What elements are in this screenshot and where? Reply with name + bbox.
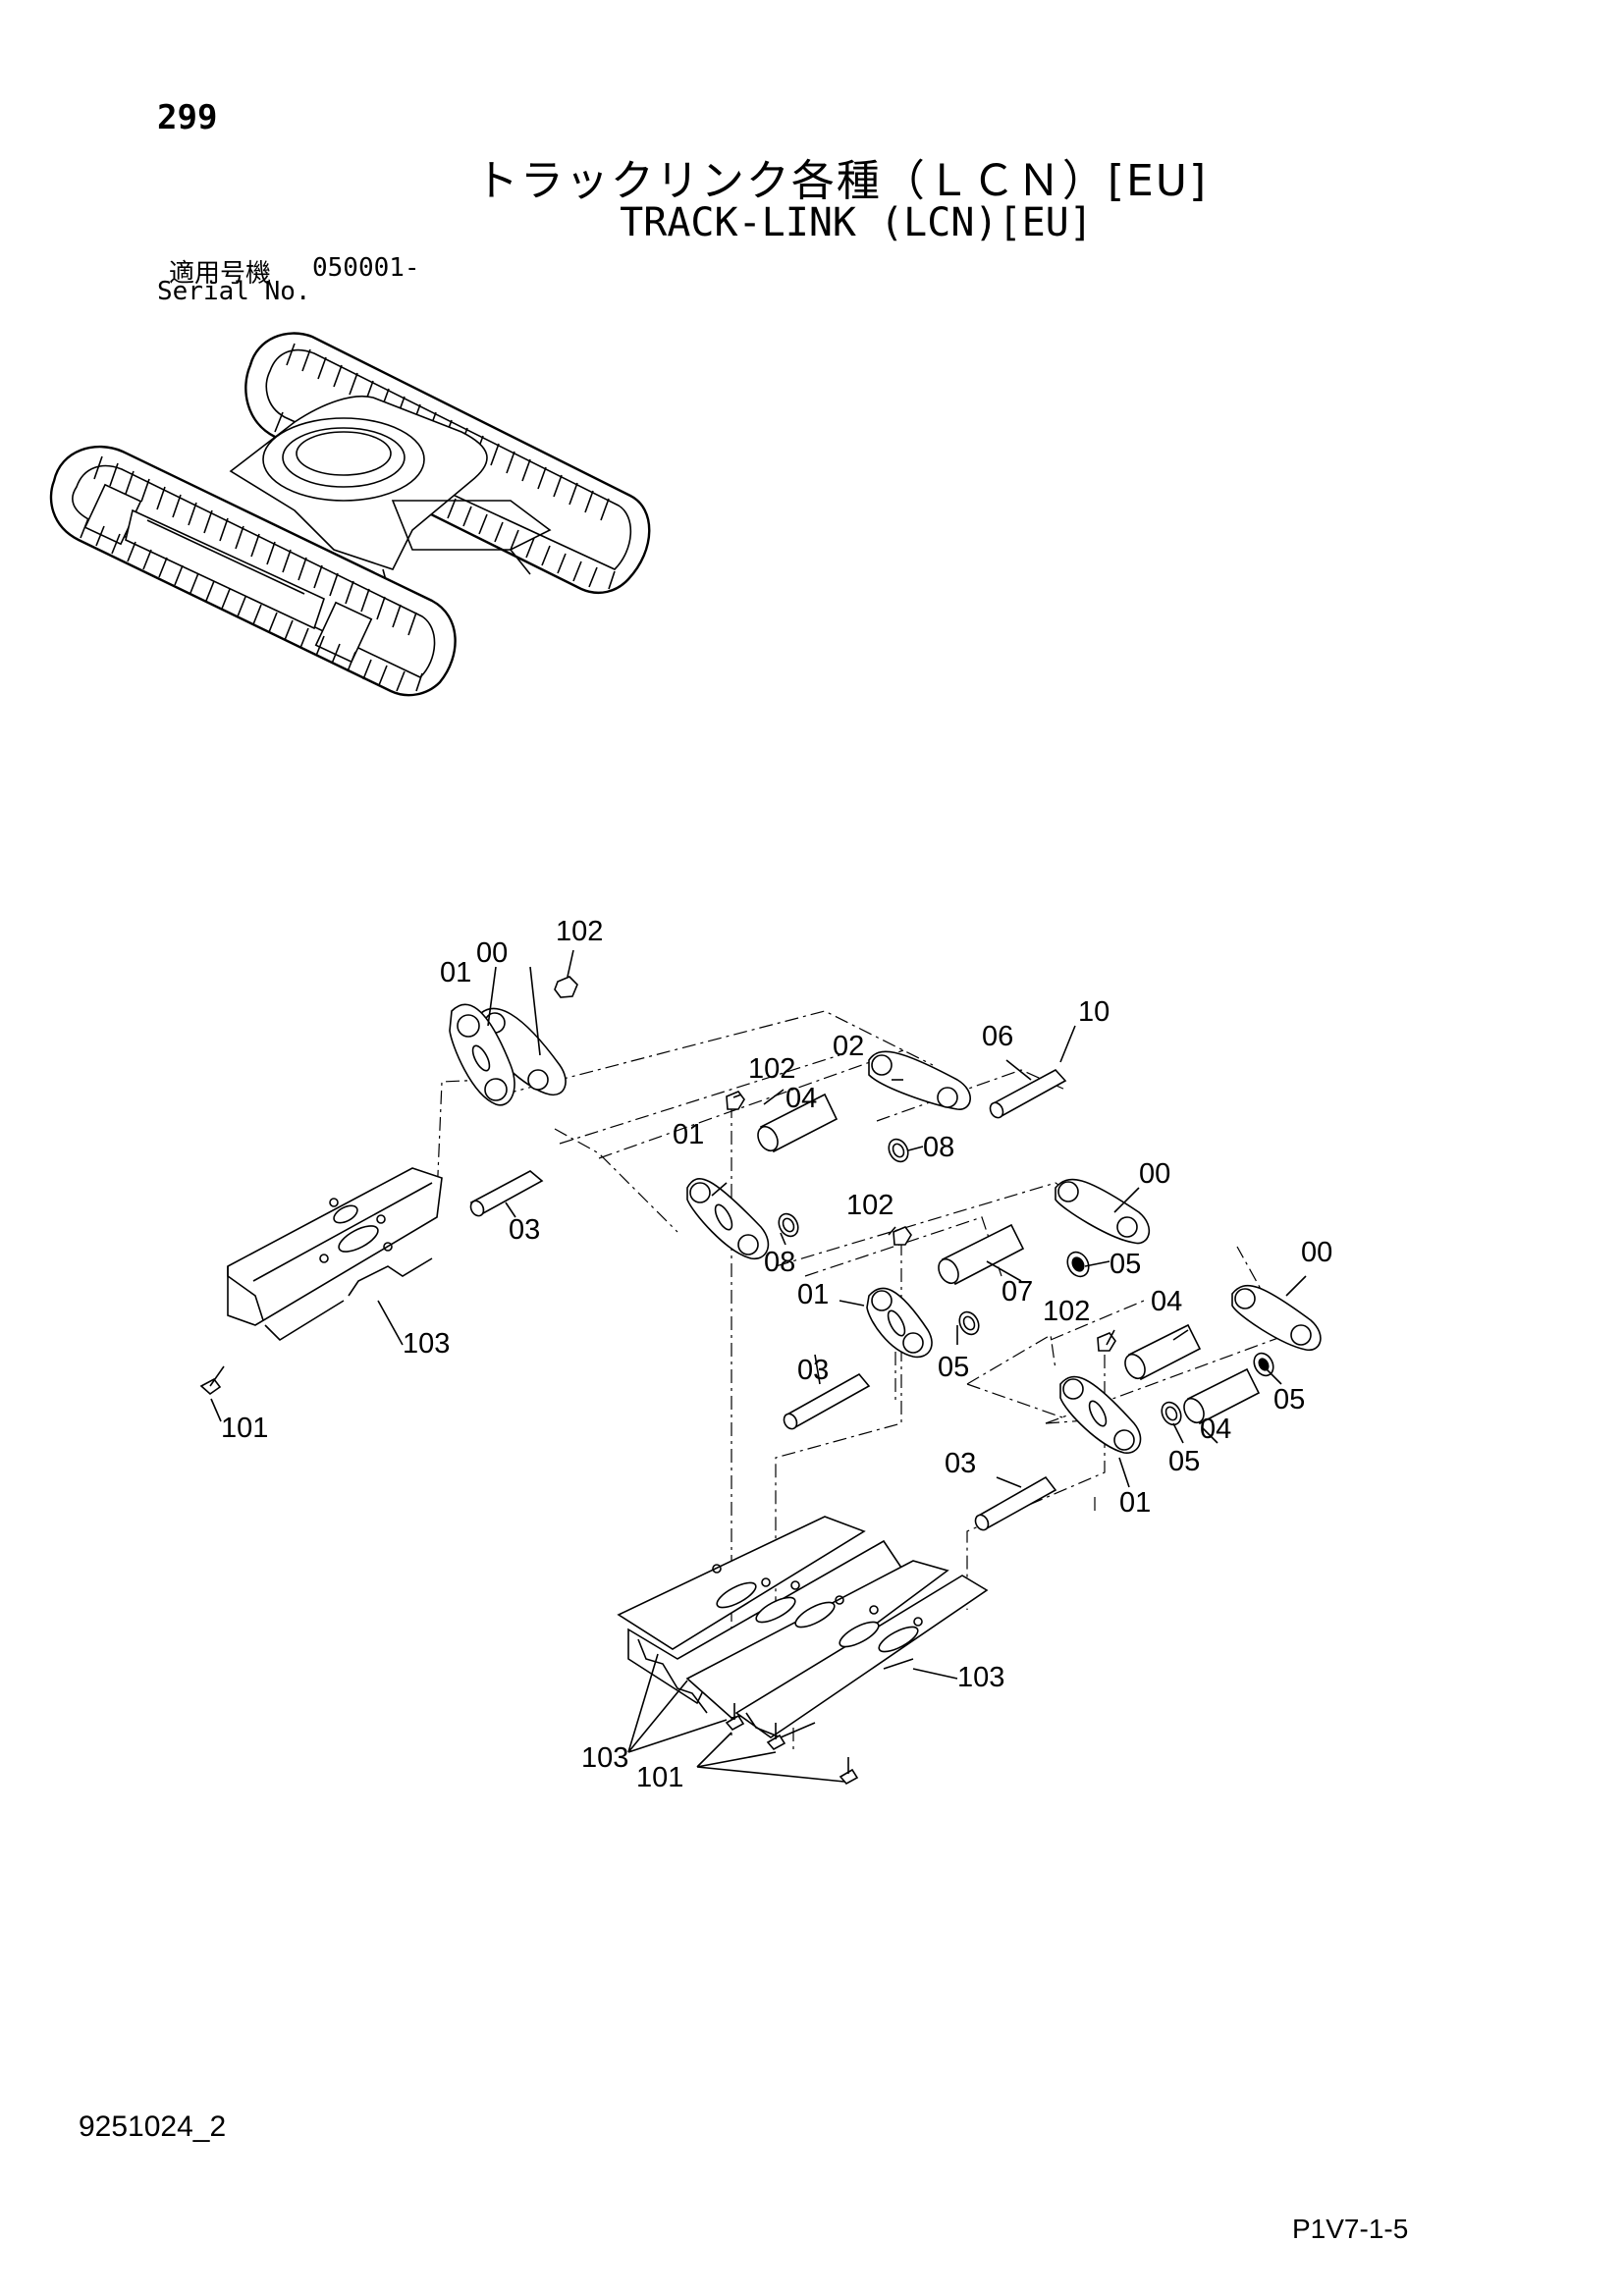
callout-101: 101 bbox=[636, 1762, 683, 1793]
serial-label-english: Serial No. bbox=[157, 277, 311, 306]
serial-label-japanese: 適用号機 bbox=[169, 259, 272, 289]
callout-00: 00 bbox=[1139, 1158, 1170, 1190]
callout-04: 04 bbox=[1151, 1286, 1182, 1317]
seals bbox=[778, 1138, 1274, 1426]
callout-05: 05 bbox=[1273, 1384, 1305, 1415]
callout-07: 07 bbox=[1001, 1276, 1033, 1308]
callout-03: 03 bbox=[945, 1448, 976, 1479]
callout-10: 10 bbox=[1078, 996, 1110, 1028]
callout-103: 103 bbox=[581, 1742, 628, 1774]
callout-102: 102 bbox=[748, 1053, 795, 1085]
page-title-japanese: トラックリンク各種（ＬＣＮ）[EU] bbox=[474, 156, 1209, 206]
serial-range: 050001- bbox=[312, 253, 420, 283]
callout-03: 03 bbox=[509, 1214, 540, 1246]
page-title-english: TRACK-LINK (LCN)[EU] bbox=[620, 200, 1093, 245]
callout-01: 01 bbox=[797, 1279, 829, 1310]
callout-103: 103 bbox=[957, 1662, 1004, 1693]
callout-102: 102 bbox=[556, 916, 603, 947]
callout-01: 01 bbox=[1119, 1487, 1151, 1519]
callout-04: 04 bbox=[785, 1083, 817, 1114]
document-code: 9251024_2 bbox=[79, 2110, 227, 2143]
callout-06: 06 bbox=[982, 1021, 1013, 1052]
callout-101: 101 bbox=[221, 1413, 268, 1444]
callout-labels: 102 00 01 102 04 02 06 10 08 01 08 03 10… bbox=[221, 916, 1332, 1793]
callout-102: 102 bbox=[1043, 1296, 1090, 1327]
callout-00: 00 bbox=[476, 937, 508, 969]
page-reference: P1V7-1-5 bbox=[1292, 2214, 1409, 2244]
callout-103: 103 bbox=[403, 1328, 450, 1360]
undercarriage-overview-illustration bbox=[49, 332, 651, 697]
bushings bbox=[757, 1093, 1261, 1425]
leader-lines bbox=[210, 949, 1307, 1783]
track-links bbox=[449, 1003, 1322, 1454]
callout-01: 01 bbox=[673, 1119, 704, 1150]
pins bbox=[469, 1068, 1067, 1531]
callout-08: 08 bbox=[764, 1247, 795, 1278]
callout-02: 02 bbox=[833, 1031, 864, 1062]
callout-05: 05 bbox=[1168, 1446, 1200, 1477]
front-track-grousers bbox=[80, 455, 423, 692]
callout-102: 102 bbox=[846, 1190, 893, 1221]
callout-04: 04 bbox=[1200, 1414, 1231, 1445]
track-shoe-single bbox=[227, 1167, 443, 1342]
page-number: 299 bbox=[157, 98, 218, 137]
callout-05: 05 bbox=[938, 1352, 969, 1383]
callout-05: 05 bbox=[1110, 1249, 1141, 1280]
track-shoe-group bbox=[617, 1516, 989, 1738]
callout-03: 03 bbox=[797, 1355, 829, 1386]
callout-00: 00 bbox=[1301, 1237, 1332, 1268]
callout-08: 08 bbox=[923, 1132, 954, 1163]
callout-01: 01 bbox=[440, 957, 471, 988]
